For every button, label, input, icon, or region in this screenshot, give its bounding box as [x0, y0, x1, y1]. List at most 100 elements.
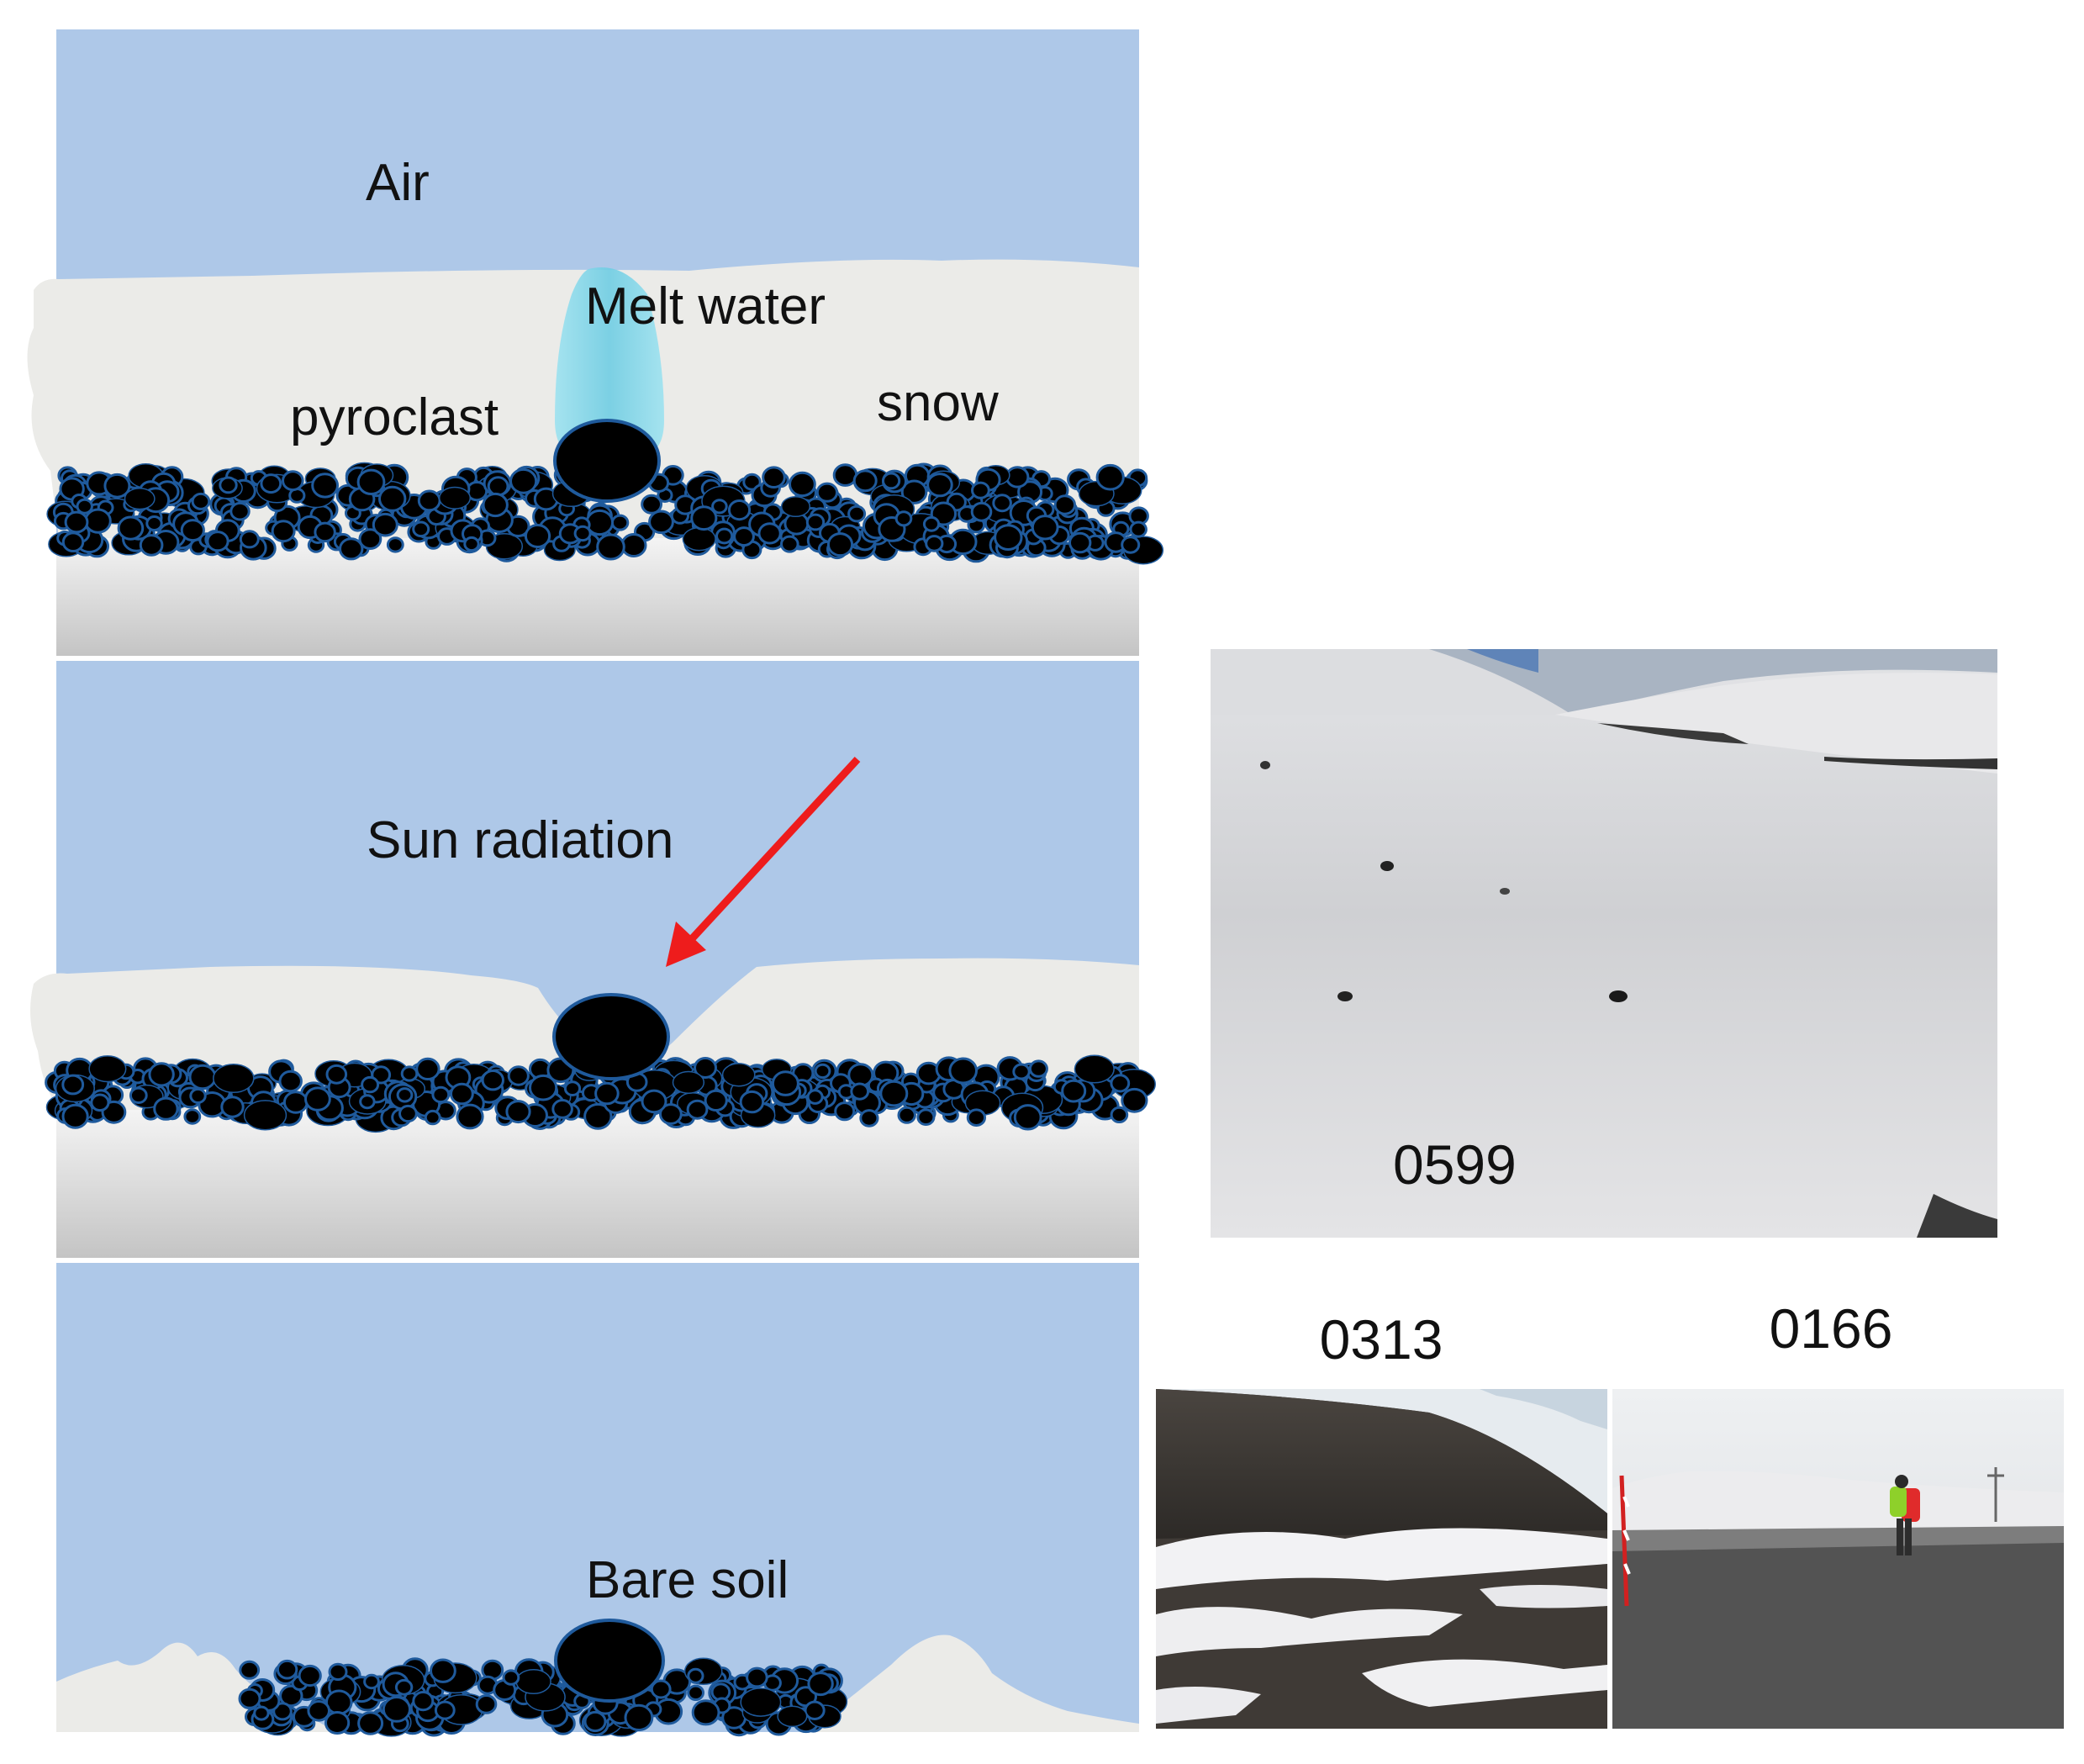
pebble — [481, 1069, 504, 1091]
pebble — [189, 1087, 207, 1104]
pebble — [879, 1080, 909, 1107]
pebble — [378, 485, 407, 512]
pebble — [529, 1074, 558, 1101]
pebble — [434, 1700, 456, 1720]
pebble — [894, 510, 913, 527]
pebble — [450, 1082, 474, 1106]
pebble — [641, 494, 662, 515]
pebble — [396, 1087, 414, 1103]
pebble — [357, 1711, 384, 1735]
pebble — [583, 1710, 607, 1733]
pebble — [1121, 536, 1141, 554]
pebble — [507, 1065, 530, 1086]
pebble — [1031, 515, 1059, 541]
pebble — [594, 1081, 620, 1106]
photo-0166: 0166 — [1612, 1297, 2064, 1729]
pebble — [948, 1057, 978, 1085]
pebble — [424, 1109, 441, 1126]
photo-label-0166: 0166 — [1770, 1297, 1893, 1360]
pebble — [386, 536, 404, 553]
pebble — [191, 492, 211, 510]
pebble — [359, 1094, 376, 1110]
pebble — [456, 1103, 484, 1130]
pebble — [610, 514, 630, 531]
pebble — [129, 1086, 148, 1105]
pebble — [358, 528, 383, 550]
pebble — [260, 473, 282, 494]
pebble — [624, 1703, 654, 1732]
pebble — [727, 499, 752, 521]
pebble — [834, 1101, 856, 1122]
pebble — [648, 510, 674, 535]
panel-bottom: Bare soil — [56, 1263, 1139, 1737]
pyroclast-label: pyroclast — [290, 388, 499, 446]
pebble — [806, 1089, 824, 1105]
pebble — [272, 1702, 293, 1721]
melt-water-label: Melt water — [585, 277, 826, 335]
air-label: Air — [366, 154, 430, 212]
pebble — [279, 1684, 303, 1708]
pebble — [994, 524, 1023, 551]
pebble — [1068, 531, 1092, 554]
pebble — [847, 504, 867, 523]
pebble — [431, 1085, 451, 1104]
pebble — [740, 1687, 782, 1717]
pebble — [311, 473, 340, 499]
photo-label-0313: 0313 — [1320, 1308, 1443, 1371]
pebble — [328, 1662, 348, 1682]
pebble — [780, 535, 799, 553]
pebble — [807, 1672, 834, 1697]
pebble — [230, 501, 251, 521]
pebble — [76, 498, 93, 515]
pebble — [739, 1090, 765, 1114]
pebble — [253, 1705, 270, 1721]
pebble — [971, 481, 990, 499]
pebble — [897, 1106, 916, 1124]
pebble — [659, 1103, 683, 1125]
pebble — [733, 526, 755, 547]
pebble — [482, 492, 509, 518]
photo-0313: 0313 — [1156, 1308, 1607, 1729]
ground-layer — [56, 1110, 1139, 1258]
pebble — [430, 1658, 456, 1683]
pebble — [509, 467, 538, 494]
pebble — [298, 1664, 322, 1687]
pebble — [271, 520, 296, 543]
pebble — [1095, 463, 1125, 491]
pebble — [563, 1080, 582, 1096]
pebble — [1012, 1063, 1031, 1080]
pebble — [505, 1100, 531, 1124]
snow-label: snow — [877, 374, 999, 432]
pebble — [304, 1086, 331, 1112]
pebble — [1013, 1104, 1042, 1131]
pebble — [746, 1666, 768, 1688]
pebble — [583, 1102, 613, 1130]
pebble — [243, 1100, 288, 1131]
pyroclast-layer — [45, 1054, 1156, 1133]
pebble — [682, 526, 716, 552]
pebble — [183, 1108, 202, 1125]
pebble — [922, 515, 941, 532]
pebble — [882, 472, 901, 490]
pebble — [1074, 1054, 1115, 1084]
pebble — [1121, 1087, 1148, 1113]
bare-soil-label: Bare soil — [586, 1551, 789, 1609]
pebble — [372, 512, 398, 537]
pebble — [145, 515, 163, 531]
pebble — [415, 1057, 441, 1081]
pebble — [278, 1069, 303, 1093]
pebble — [804, 1700, 826, 1721]
arrow-down-left-icon — [666, 756, 861, 967]
pebble — [398, 1104, 418, 1123]
pebble — [815, 482, 839, 503]
pebble — [325, 1064, 348, 1085]
pebble — [711, 499, 728, 515]
pebble — [124, 487, 156, 510]
pebble — [339, 537, 364, 561]
pebble — [687, 1684, 704, 1702]
pebble — [314, 521, 336, 543]
panel-middle: Sun radiation — [30, 661, 1156, 1258]
pebble — [1129, 520, 1148, 538]
pebble — [926, 473, 953, 498]
pebble — [687, 1667, 704, 1684]
